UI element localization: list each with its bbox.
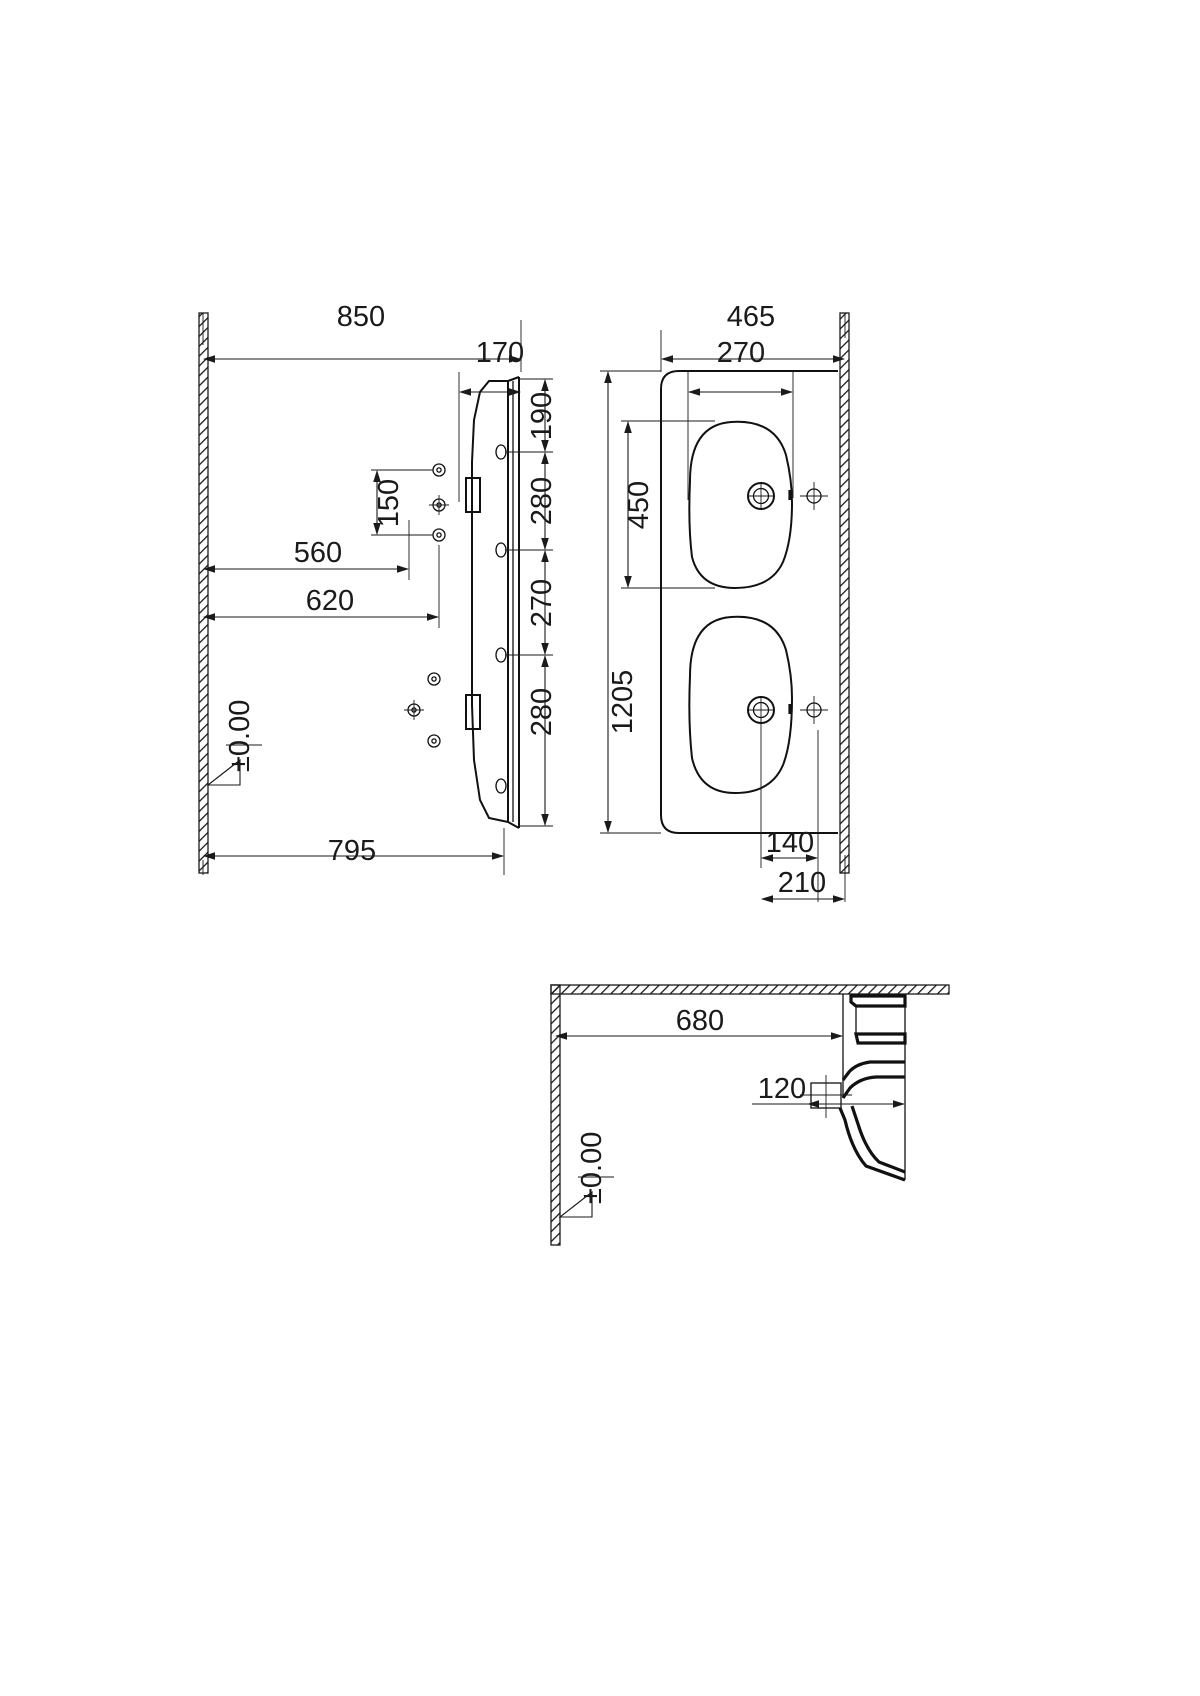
wall-section-horizontal <box>550 984 950 995</box>
dimension-850: 850 <box>202 301 522 372</box>
wall-section-right <box>839 312 850 874</box>
bowl-upper <box>688 420 794 590</box>
level-marker-left: ±0.00 <box>206 700 262 786</box>
dimension-280-lower-label: 280 <box>526 688 558 736</box>
dimension-795-label: 795 <box>328 835 376 867</box>
dimension-170-label: 170 <box>476 337 524 369</box>
dimension-150: 150 <box>371 469 433 536</box>
dimension-190-label: 190 <box>526 392 558 440</box>
dimension-190: 190 <box>526 379 558 452</box>
front-elevation-view: 850 170 150 560 620 <box>198 301 558 875</box>
dimension-680-label: 680 <box>676 1005 724 1037</box>
dimension-1205: 1205 <box>600 370 661 834</box>
tap-hole-plan-lower <box>800 696 828 724</box>
wall-section-left <box>198 312 209 874</box>
basin-side-profile <box>465 376 520 829</box>
dimension-560: 560 <box>203 520 410 580</box>
dimension-140-label: 140 <box>766 827 814 859</box>
dimension-680: 680 <box>555 1005 844 1060</box>
tap-hole-group-lower <box>404 672 441 748</box>
dimension-465-label: 465 <box>727 301 775 333</box>
dimension-170: 170 <box>458 337 524 502</box>
dimension-465: 465 <box>660 301 846 372</box>
level-marker-bottom: ±0.00 <box>558 1132 614 1218</box>
dimension-620: 620 <box>203 545 440 628</box>
dimension-560-label: 560 <box>294 537 342 569</box>
dimension-850-label: 850 <box>337 301 385 333</box>
dimension-120: 120 <box>752 1073 906 1112</box>
basin-outer-outline <box>660 370 838 834</box>
dimension-210: 210 <box>761 855 846 903</box>
dimension-150-label: 150 <box>373 479 405 527</box>
tap-hole-plan-upper <box>800 482 828 510</box>
dimension-280-lower: 280 <box>526 655 558 826</box>
side-section-view: 680 120 ±0.00 <box>550 984 950 1246</box>
tap-hole-group-upper <box>429 463 449 542</box>
dimension-270: 270 <box>526 550 558 655</box>
dimension-450-label: 450 <box>623 481 655 529</box>
dimension-140: 140 <box>760 716 819 902</box>
dimension-450: 450 <box>621 420 715 589</box>
dimension-chain-vertical: 190 280 270 280 <box>505 378 558 827</box>
dimension-795: 795 <box>202 828 505 875</box>
bowl-lower <box>688 615 794 795</box>
dimension-270-plan: 270 <box>687 337 794 500</box>
dimension-620-label: 620 <box>306 585 354 617</box>
dimension-270-label: 270 <box>526 579 558 627</box>
dimension-120-label: 120 <box>758 1073 806 1105</box>
level-marker-bottom-label: ±0.00 <box>576 1132 608 1204</box>
plan-top-view: 465 270 450 1205 140 <box>600 301 850 903</box>
dimension-280-upper: 280 <box>526 452 558 550</box>
level-marker-left-label: ±0.00 <box>224 700 256 772</box>
dimension-270-plan-label: 270 <box>717 337 765 369</box>
basin-cross-section <box>800 994 907 1182</box>
dimension-210-label: 210 <box>778 867 826 899</box>
dimension-280-upper-label: 280 <box>526 477 558 525</box>
dimension-1205-label: 1205 <box>607 670 639 735</box>
wall-section-vertical-bottom <box>550 984 561 1246</box>
